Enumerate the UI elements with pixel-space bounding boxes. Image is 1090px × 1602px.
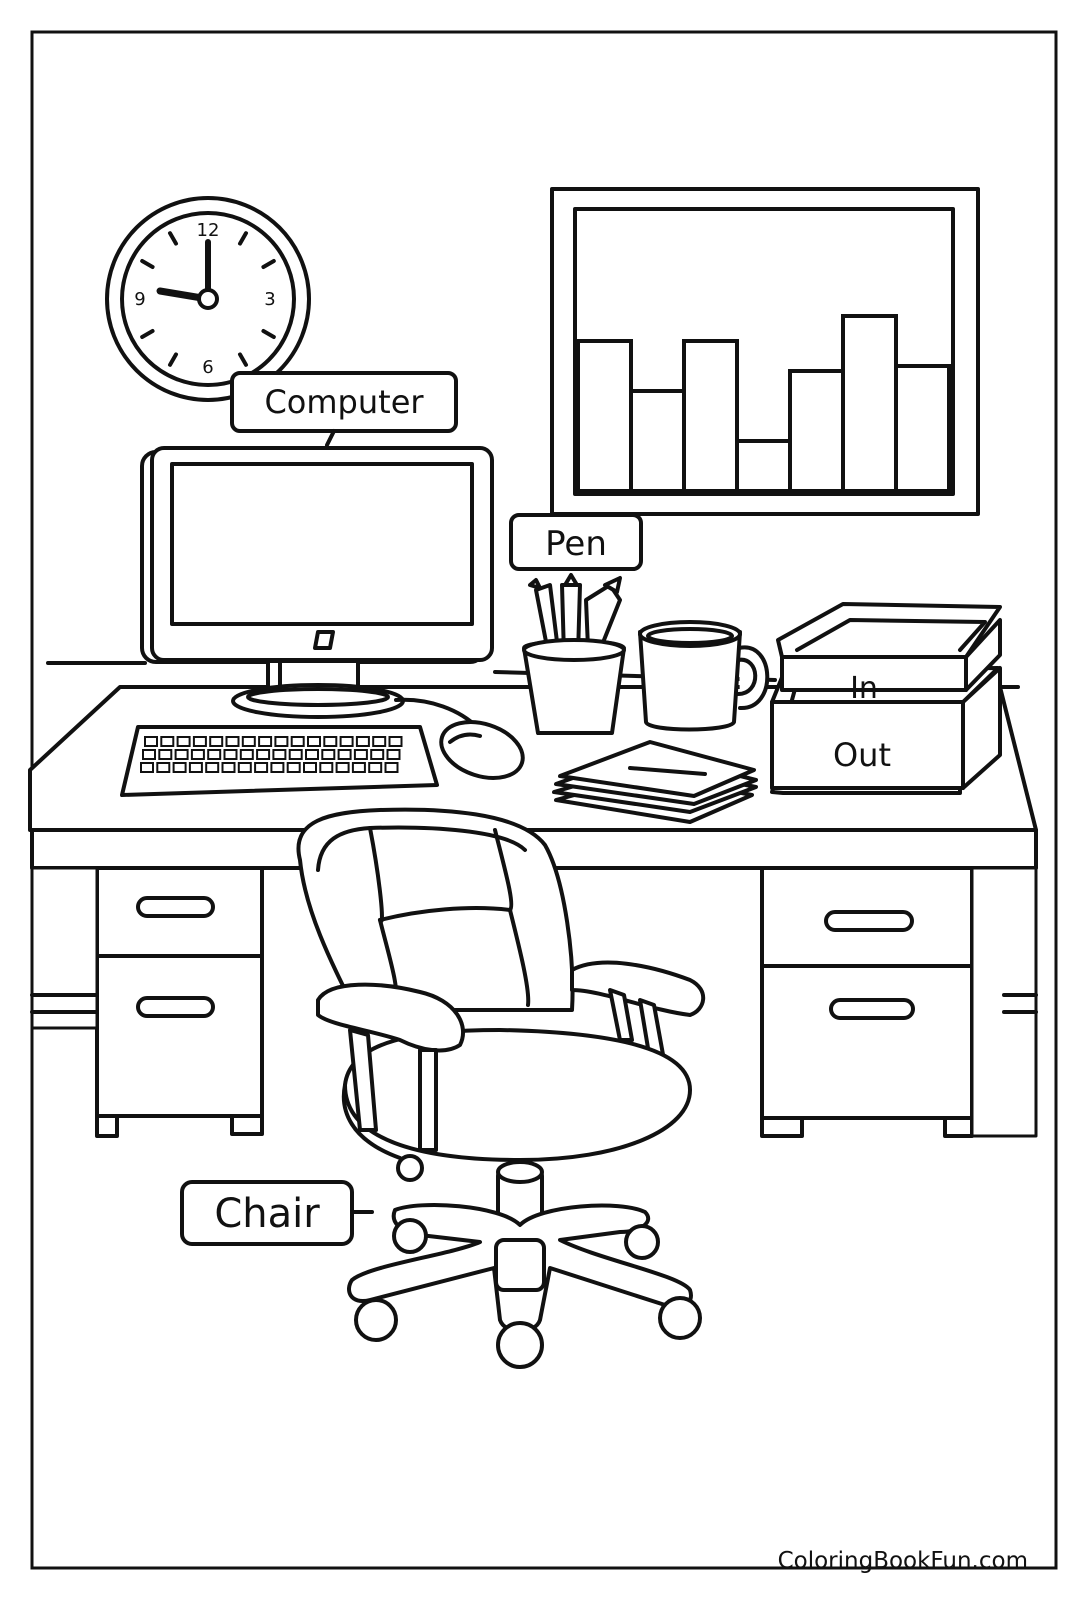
keyboard-key [372, 736, 387, 747]
computer-label: Computer [230, 371, 458, 447]
keyboard-key [384, 762, 399, 773]
clock-tick [168, 352, 178, 367]
keyboard-key [386, 749, 401, 760]
keyboard-key [205, 762, 220, 773]
wall-chart-bar [735, 439, 792, 493]
keyboard-key [272, 749, 287, 760]
clock-tick [140, 259, 155, 269]
in-out-trays: In Out [770, 602, 1002, 795]
keyboard-key [353, 749, 368, 760]
out-tray-label: Out [833, 736, 891, 774]
in-tray-label: In [850, 671, 878, 706]
keyboard [120, 725, 439, 797]
clock-number-6: 6 [202, 357, 213, 378]
clock-center [197, 288, 219, 310]
wall-chart-bar [682, 339, 739, 493]
keyboard-key [335, 762, 350, 773]
clock-tick [238, 231, 248, 246]
wall-chart-frame [550, 187, 980, 516]
keyboard-key [209, 736, 224, 747]
keyboard-key [239, 749, 254, 760]
keyboard-key [237, 762, 252, 773]
keyboard-key [256, 749, 271, 760]
clock-tick [261, 259, 276, 269]
keyboard-key [192, 736, 207, 747]
keyboard-key [290, 736, 305, 747]
chair-label-text: Chair [214, 1191, 320, 1237]
clock-number-3: 3 [264, 289, 275, 310]
keyboard-key [355, 736, 370, 747]
keyboard-keys [140, 736, 403, 773]
office-chair [296, 807, 706, 1369]
wall-chart-bar [894, 364, 951, 493]
computer-label-text: Computer [264, 383, 424, 421]
clock-number-9: 9 [134, 289, 145, 310]
pen-cup [522, 573, 626, 735]
site-footer: ColoringBookFun.com [777, 1548, 1028, 1574]
keyboard-key [370, 749, 385, 760]
keyboard-key [254, 762, 269, 773]
keyboard-key [221, 762, 236, 773]
wall-chart-bar [629, 389, 686, 493]
wall-chart-bars [576, 314, 951, 493]
coffee-mug [638, 620, 770, 732]
keyboard-key [142, 749, 156, 760]
keyboard-key [368, 762, 383, 773]
keyboard-key [158, 749, 173, 760]
keyboard-key [321, 749, 336, 760]
keyboard-key [140, 762, 154, 773]
keyboard-key [337, 749, 352, 760]
clock-number-12: 12 [197, 220, 220, 241]
computer-monitor [140, 446, 494, 719]
keyboard-key [288, 749, 303, 760]
wall-chart-bar [841, 314, 898, 493]
keyboard-key [188, 762, 203, 773]
clock-tick [261, 329, 276, 339]
keyboard-key [319, 762, 334, 773]
wall-chart-bar [576, 339, 633, 493]
keyboard-key [190, 749, 205, 760]
pen-label: Pen [509, 513, 643, 571]
wall-clock: 12 3 6 9 [105, 196, 311, 402]
keyboard-key [323, 736, 338, 747]
keyboard-key [241, 736, 256, 747]
keyboard-key [223, 749, 238, 760]
clock-tick [168, 231, 178, 246]
keyboard-key [172, 762, 187, 773]
keyboard-key [286, 762, 301, 773]
document-stack [552, 740, 758, 824]
keyboard-key [351, 762, 366, 773]
keyboard-key [388, 736, 403, 747]
clock-tick [238, 352, 248, 367]
computer-mouse [439, 720, 525, 780]
keyboard-key [174, 749, 189, 760]
keyboard-key [305, 749, 319, 760]
keyboard-key [307, 736, 321, 747]
keyboard-key [225, 736, 240, 747]
chair-label: Chair [180, 1180, 374, 1246]
keyboard-key [176, 736, 191, 747]
pen-label-text: Pen [545, 524, 607, 564]
keyboard-key [258, 736, 273, 747]
keyboard-key [144, 736, 158, 747]
clock-tick [140, 329, 155, 339]
keyboard-key [303, 762, 317, 773]
keyboard-key [339, 736, 354, 747]
keyboard-key [160, 736, 175, 747]
wall-chart-bar [788, 369, 845, 493]
keyboard-key [207, 749, 222, 760]
keyboard-key [156, 762, 171, 773]
keyboard-key [270, 762, 285, 773]
clock-ticks [140, 231, 276, 367]
keyboard-key [274, 736, 289, 747]
